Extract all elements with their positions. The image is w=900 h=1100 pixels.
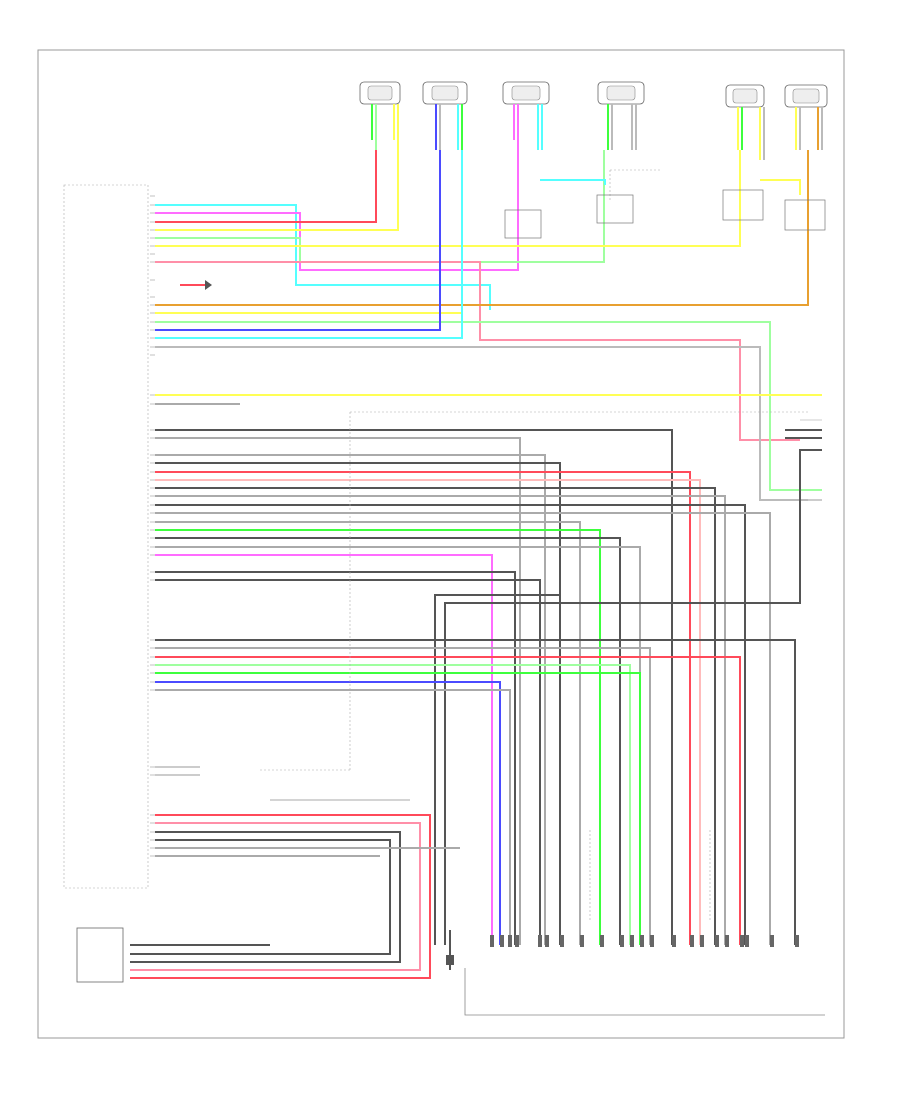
speaker-4 bbox=[597, 81, 645, 105]
speaker-2 bbox=[422, 81, 468, 105]
speaker-1 bbox=[359, 81, 401, 105]
speaker-3 bbox=[502, 81, 550, 105]
relay-3 bbox=[722, 189, 764, 221]
display-connector-pins bbox=[490, 935, 799, 947]
diagram-border bbox=[37, 49, 845, 1039]
lower-wires bbox=[130, 766, 460, 979]
display-wires bbox=[155, 429, 808, 945]
ground-connector bbox=[180, 280, 212, 290]
relay-4 bbox=[784, 199, 826, 231]
speaker-5 bbox=[725, 84, 765, 108]
relay-1 bbox=[504, 209, 542, 239]
speaker-leads bbox=[371, 104, 823, 160]
speaker-group bbox=[359, 81, 828, 108]
right-connectors bbox=[785, 394, 822, 501]
relay-2 bbox=[596, 194, 634, 224]
relay-components bbox=[504, 179, 826, 239]
speaker-6 bbox=[784, 84, 828, 108]
display-unit bbox=[446, 930, 825, 1016]
control-unit-outline bbox=[63, 184, 149, 889]
control-unit-pins bbox=[150, 195, 155, 857]
switch-unit bbox=[76, 927, 124, 983]
shield-lines bbox=[260, 169, 810, 920]
main-wires bbox=[155, 150, 812, 501]
